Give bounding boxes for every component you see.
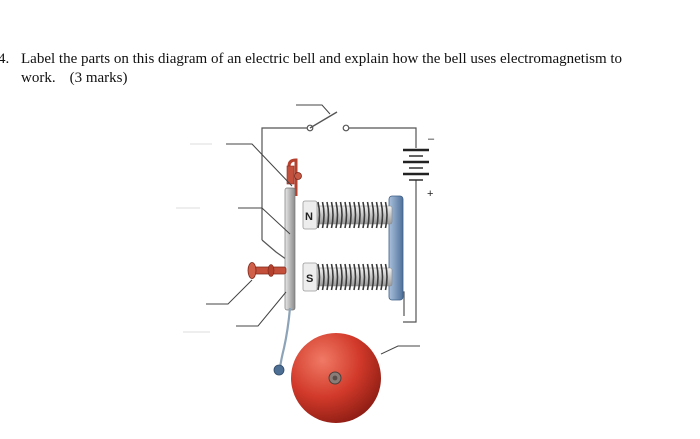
- coil-upper-winding-2: [326, 201, 330, 229]
- coil-lower-winding-4: [335, 263, 339, 291]
- coil-upper-winding-8: [353, 201, 357, 229]
- leader-armature: [238, 207, 291, 235]
- leader-contact: [226, 143, 293, 187]
- coil-upper-winding-12: [371, 201, 375, 229]
- pole-south-label: S: [306, 273, 313, 285]
- coil-lower-winding-14: [380, 263, 384, 291]
- label-leader-lines: [206, 104, 420, 355]
- hammer-arm: [278, 307, 292, 369]
- coil-lower-winding-15: [384, 263, 388, 291]
- coil-upper-winding-1: [321, 201, 325, 229]
- gong: [291, 333, 381, 423]
- switch-lever: [309, 111, 338, 129]
- wire-battery-to-coil: [403, 180, 417, 323]
- switch: [306, 111, 350, 132]
- coil-upper-winding-7: [348, 201, 352, 229]
- wire-top-right: [347, 127, 417, 148]
- coil-lower-winding-9: [357, 263, 361, 291]
- coil-upper-winding-9: [357, 201, 361, 229]
- hammer-head: [273, 364, 285, 376]
- coil-upper: [317, 201, 388, 229]
- contact-screw-top: [294, 172, 302, 180]
- gong-bolt-center: [332, 375, 338, 381]
- armature: [284, 187, 296, 311]
- coil-lower-winding-11: [366, 263, 370, 291]
- blank-label-marks: [176, 143, 212, 333]
- pole-north: [302, 200, 318, 230]
- coil-upper-winding-0: [317, 201, 321, 229]
- coil-lower-winding-5: [339, 263, 343, 291]
- coil-lower-winding-2: [326, 263, 330, 291]
- leader-spring: [236, 291, 287, 327]
- coil-lower-winding-10: [362, 263, 366, 291]
- coil-upper-winding-4: [335, 201, 339, 229]
- coil-lower-winding-0: [317, 263, 321, 291]
- coil-lower-winding-3: [330, 263, 334, 291]
- question-number: 4.: [0, 51, 10, 67]
- coil-lower-winding-6: [344, 263, 348, 291]
- coil-upper-winding-13: [375, 201, 379, 229]
- battery: [403, 148, 429, 181]
- pole-north-label: N: [305, 211, 313, 223]
- leader-screw: [206, 279, 253, 305]
- switch-contact: [342, 124, 350, 132]
- coil-lower-winding-13: [375, 263, 379, 291]
- adjusting-screw-head: [247, 262, 257, 279]
- coil-lower-winding-1: [321, 263, 325, 291]
- coil-upper-winding-11: [366, 201, 370, 229]
- question-line-2: work. (3 marks): [21, 69, 127, 88]
- question-line-1: Label the parts on this diagram of an el…: [21, 51, 623, 67]
- adjusting-screw: [247, 262, 287, 279]
- coil-lower-winding-12: [371, 263, 375, 291]
- coil-upper-winding-5: [339, 201, 343, 229]
- battery-negative-sign: –: [428, 133, 435, 145]
- leader-gong: [380, 345, 420, 355]
- question-line-2-text: work.: [21, 70, 56, 86]
- coil-upper-winding-3: [330, 201, 334, 229]
- wire-top-left: [261, 127, 308, 240]
- coil-lower: [317, 263, 388, 291]
- coil-upper-winding-15: [384, 201, 388, 229]
- coil-lower-winding-8: [353, 263, 357, 291]
- iron-yoke: [388, 195, 404, 301]
- coil-upper-winding-14: [380, 201, 384, 229]
- coil-upper-winding-6: [344, 201, 348, 229]
- coil-upper-winding-10: [362, 201, 366, 229]
- coil-lower-winding-7: [348, 263, 352, 291]
- marks-label: (3 marks): [69, 70, 128, 86]
- battery-positive-sign: +: [427, 188, 433, 200]
- leader-switch: [296, 104, 331, 115]
- adjusting-screw-nut: [267, 264, 275, 277]
- pole-south: [302, 262, 318, 292]
